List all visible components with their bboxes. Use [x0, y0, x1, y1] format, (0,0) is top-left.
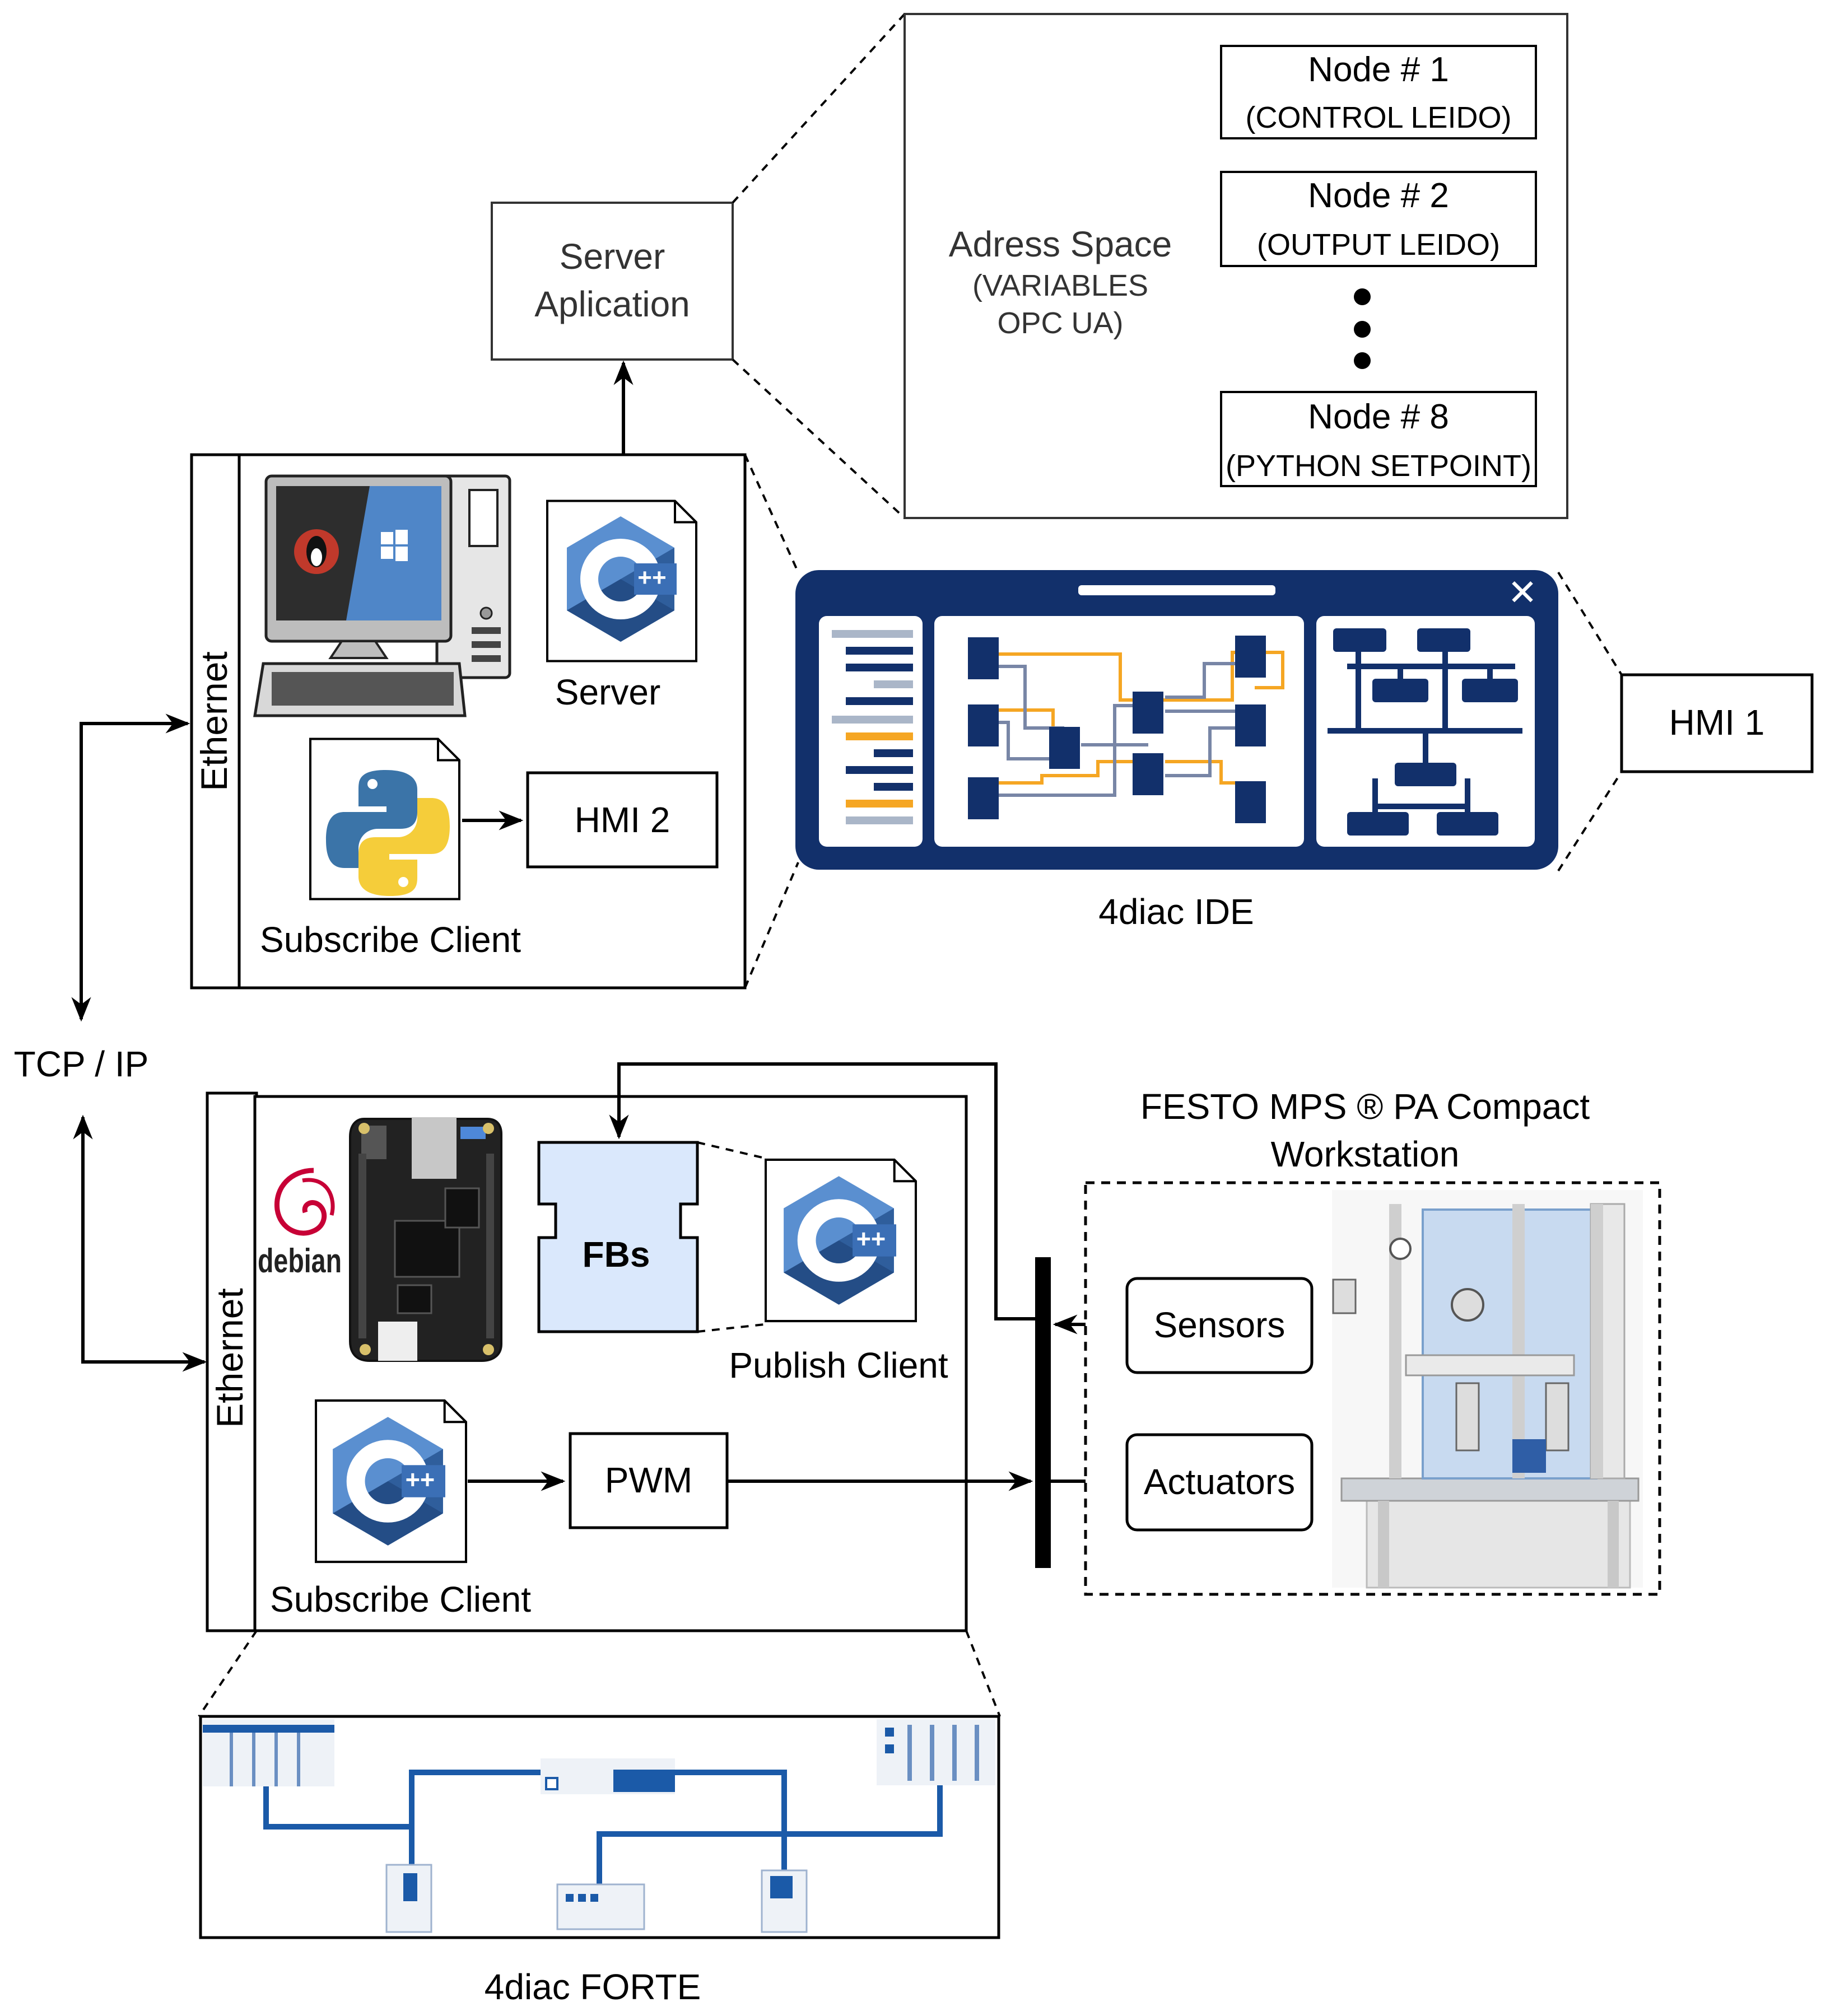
pwm-box: PWM	[569, 1432, 729, 1529]
address-space-panel: Adress Space (VARIABLES OPC UA) Node # 1…	[903, 13, 1568, 519]
plc-rack-left-icon	[203, 1719, 334, 1786]
festo-workstation-group: Sensors Actuators	[1084, 1181, 1661, 1596]
node-1-title: Node # 1	[1308, 50, 1449, 89]
io-module-icon	[385, 1864, 432, 1933]
hmi2-label: HMI 2	[575, 800, 670, 840]
ide-label: 4diac IDE	[1098, 892, 1254, 932]
server-application-box: Server Aplication	[491, 202, 734, 361]
node-8-sub: (PYTHON SETPOINT)	[1226, 449, 1531, 483]
zoom-line	[732, 358, 906, 519]
zoom-line	[1557, 771, 1623, 872]
forte-network-panel	[199, 1715, 1000, 1939]
ethernet-label-bottom: Ethernet	[209, 1288, 250, 1428]
zoom-line	[697, 1323, 765, 1333]
server-label: Server	[555, 672, 661, 712]
debian-label: debian	[258, 1242, 342, 1280]
zoom-line	[697, 1141, 765, 1159]
hmi2-box: HMI 2	[526, 771, 719, 869]
forte-label: 4diac FORTE	[485, 1967, 701, 2007]
function-blocks-icon: FBs	[537, 1141, 699, 1333]
subscribe-client-label-top: Subscribe Client	[260, 920, 521, 960]
node-1-box: Node # 1 (CONTROL LEIDO)	[1220, 45, 1537, 139]
zoom-line	[732, 13, 906, 204]
ide-window-icon: ✕	[795, 570, 1558, 870]
publish-client-label: Publish Client	[729, 1345, 948, 1385]
node-2-sub: (OUTPUT LEIDO)	[1257, 228, 1500, 262]
node-8-box: Node # 8 (PYTHON SETPOINT)	[1220, 391, 1537, 487]
server-app-line1: Server	[560, 236, 665, 277]
actuators-label: Actuators	[1144, 1462, 1295, 1502]
address-space-title: Adress Space	[949, 224, 1172, 264]
tcpip-label: TCP / IP	[14, 1044, 149, 1084]
address-space-sub2: OPC UA)	[997, 306, 1123, 340]
node-1-sub: (CONTROL LEIDO)	[1245, 101, 1511, 134]
ellipsis-dot	[1354, 352, 1371, 369]
bus-to-fbs-arrow	[609, 1062, 1043, 1320]
zoom-line	[744, 862, 799, 988]
actuators-box: Actuators	[1125, 1433, 1314, 1532]
io-module-icon	[556, 1883, 645, 1930]
desktop-computer-icon	[253, 474, 511, 717]
beaglebone-board-icon	[349, 1117, 502, 1362]
ellipsis-dot	[1354, 288, 1371, 305]
server-app-line2: Aplication	[534, 284, 690, 324]
node-2-title: Node # 2	[1308, 176, 1449, 215]
embedded-board-box: Ethernet debian FBs	[206, 1091, 968, 1632]
zoom-line	[744, 454, 799, 573]
plc-rack-center-icon	[541, 1758, 675, 1794]
zoom-line	[1557, 571, 1623, 676]
ellipsis-dot	[1354, 321, 1371, 338]
sensors-box: Sensors	[1125, 1277, 1314, 1374]
zoom-line	[198, 1630, 258, 1718]
festo-title-line2: Workstation	[1271, 1134, 1460, 1174]
node-8-title: Node # 8	[1308, 398, 1449, 436]
hmi1-label: HMI 1	[1669, 702, 1765, 743]
tcpip-link-bottom	[73, 1114, 207, 1372]
io-bus-bar	[1035, 1257, 1051, 1568]
close-icon: ✕	[1507, 572, 1538, 614]
plc-rack-right-icon	[877, 1719, 995, 1785]
pwm-label: PWM	[605, 1460, 692, 1500]
node-2-box: Node # 2 (OUTPUT LEIDO)	[1220, 171, 1537, 267]
python-logo-icon	[326, 770, 450, 896]
festo-workstation-photo	[1332, 1190, 1643, 1589]
zoom-line	[965, 1630, 1001, 1717]
address-space-sub1: (VARIABLES	[972, 269, 1148, 302]
io-module-icon	[761, 1869, 808, 1933]
hmi1-box: HMI 1	[1620, 673, 1814, 773]
ethernet-label-top: Ethernet	[193, 651, 235, 791]
tcpip-link-top	[71, 713, 190, 1022]
subscribe-client-label-bottom: Subscribe Client	[270, 1579, 531, 1620]
debian-logo-icon: debian	[258, 1168, 342, 1280]
festo-title-line1: FESTO MPS ® PA Compact	[1140, 1086, 1590, 1127]
pc-box: Ethernet Server	[190, 453, 747, 990]
fbs-label: FBs	[583, 1234, 650, 1275]
sensors-label: Sensors	[1154, 1305, 1286, 1345]
